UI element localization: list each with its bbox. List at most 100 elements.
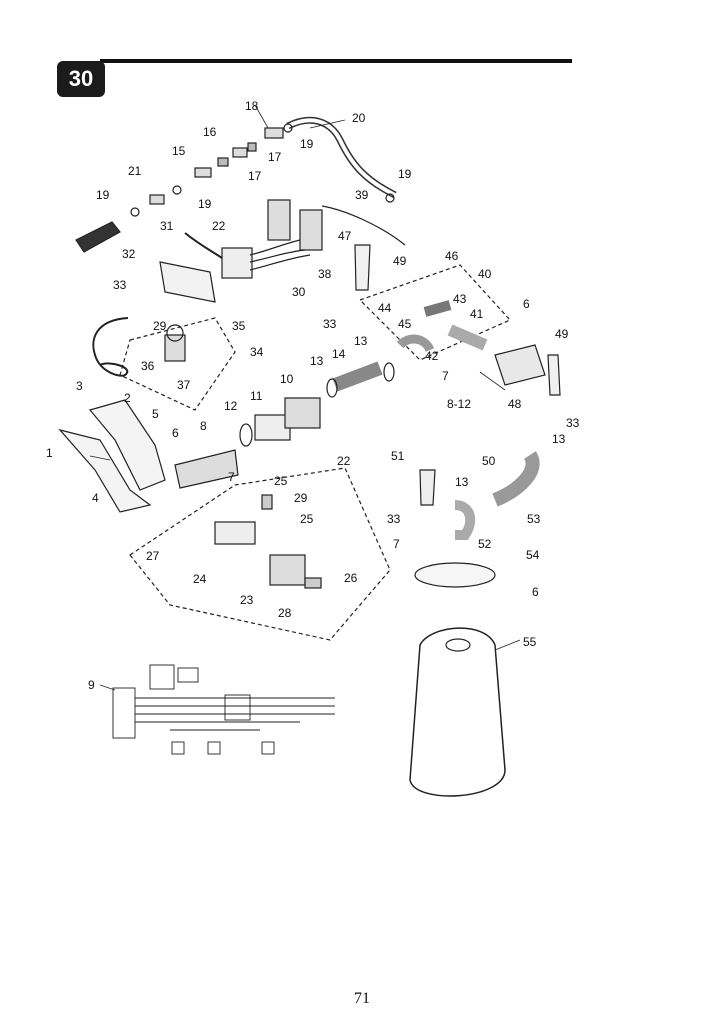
leader-lines — [89, 104, 521, 691]
callout-52: 52 — [478, 537, 492, 551]
callout-19a: 19 — [300, 137, 314, 151]
callout-54: 54 — [526, 548, 540, 562]
callout-30: 30 — [292, 285, 306, 299]
callout-35: 35 — [232, 319, 246, 333]
callout-13c: 13 — [552, 432, 566, 446]
callout-38: 38 — [318, 267, 332, 281]
callout-50: 50 — [482, 454, 496, 468]
callout-13a: 13 — [354, 334, 368, 348]
bracket-part-51 — [419, 469, 436, 506]
callout-42: 42 — [425, 349, 439, 363]
callout-47: 47 — [338, 229, 352, 243]
callout-20: 20 — [352, 111, 366, 125]
callout-4: 4 — [92, 491, 99, 505]
inlet-part-8 — [174, 449, 239, 489]
callout-26: 26 — [344, 571, 358, 585]
callout-3: 3 — [76, 379, 83, 393]
bag-part-55 — [409, 627, 506, 797]
callout-16: 16 — [203, 125, 217, 139]
callout-13b: 13 — [310, 354, 324, 368]
bracket-plate-part-32 — [159, 261, 216, 303]
dashed-group-22-lower — [129, 467, 391, 641]
spring-part-43 — [423, 300, 452, 317]
callout-6b: 6 — [172, 426, 179, 440]
callout-9: 9 — [88, 678, 95, 692]
callout-7c: 7 — [393, 537, 400, 551]
callout-25b: 25 — [300, 512, 314, 526]
callout-41: 41 — [470, 307, 484, 321]
callout-5: 5 — [152, 407, 159, 421]
wiring-diagram-part-9 — [112, 664, 335, 755]
page-number: 71 — [354, 990, 370, 1007]
callout-33b: 33 — [323, 317, 337, 331]
callout-32: 32 — [122, 247, 136, 261]
callout-13d: 13 — [455, 475, 469, 489]
callout-6c: 6 — [532, 585, 539, 599]
callout-48: 48 — [508, 397, 522, 411]
callout-34: 34 — [250, 345, 264, 359]
callout-19c: 19 — [96, 188, 110, 202]
callout-19b: 19 — [398, 167, 412, 181]
callout-27: 27 — [146, 549, 160, 563]
callout-2: 2 — [124, 391, 131, 405]
elbow-part-42 — [396, 334, 435, 353]
callout-17b: 17 — [248, 169, 262, 183]
cable-part-31 — [184, 232, 223, 259]
callout-33a: 33 — [113, 278, 127, 292]
support-part-1 — [58, 428, 152, 513]
callout-6a: 6 — [523, 297, 530, 311]
callout-15: 15 — [172, 144, 186, 158]
valve-stack-parts-23-29 — [214, 494, 322, 589]
callout-37: 37 — [177, 378, 191, 392]
callout-11: 11 — [250, 389, 263, 403]
callout-1: 1 — [46, 446, 53, 460]
callout-24: 24 — [193, 572, 207, 586]
bracket-part-47 — [354, 244, 371, 291]
flex-hose-part-50 — [492, 451, 540, 507]
callout-21: 21 — [128, 164, 142, 178]
callout-44: 44 — [378, 301, 392, 315]
coiled-hose-part-34 — [92, 317, 129, 377]
callout-49a: 49 — [393, 254, 407, 268]
section-badge: 30 — [57, 61, 105, 97]
disc-part-54 — [414, 562, 496, 588]
elbow-part-52 — [454, 500, 476, 540]
callout-33c: 33 — [566, 416, 580, 430]
hose-end-connector — [75, 221, 121, 253]
callout-7b: 7 — [228, 470, 235, 484]
callout-29b: 29 — [294, 491, 308, 505]
dashed-group-40 — [358, 264, 512, 361]
callout-10: 10 — [280, 372, 294, 386]
callout-43: 43 — [453, 292, 467, 306]
callout-7a: 7 — [442, 369, 449, 383]
callout-14: 14 — [332, 347, 346, 361]
flex-hose-part-14 — [332, 361, 383, 392]
callout-31: 31 — [160, 219, 174, 233]
callout-39: 39 — [355, 188, 369, 202]
bracket-part-49 — [547, 354, 561, 396]
title-rule — [100, 59, 572, 63]
dashed-group-34-37 — [119, 317, 236, 411]
callout-53: 53 — [527, 512, 541, 526]
support-part-2 — [88, 399, 166, 491]
callout-19d: 19 — [198, 197, 212, 211]
fittings-group-upper — [130, 123, 395, 217]
callout-22a: 22 — [212, 219, 226, 233]
callout-17a: 17 — [268, 150, 282, 164]
callout-22b: 22 — [337, 454, 351, 468]
valve-block-part-22 — [221, 199, 323, 279]
callout-8: 8 — [200, 419, 207, 433]
callout-46: 46 — [445, 249, 459, 263]
callout-12: 12 — [224, 399, 238, 413]
filter-cylinders-parts-10-12 — [239, 397, 321, 447]
callout-23: 23 — [240, 593, 254, 607]
callout-18: 18 — [245, 99, 259, 113]
callout-45: 45 — [398, 317, 412, 331]
rod-part-39 — [321, 205, 406, 246]
callout-25a: 25 — [274, 474, 288, 488]
callout-40: 40 — [478, 267, 492, 281]
callout-29a: 29 — [153, 319, 167, 333]
callout-55: 55 — [523, 635, 537, 649]
callout-49b: 49 — [555, 327, 569, 341]
